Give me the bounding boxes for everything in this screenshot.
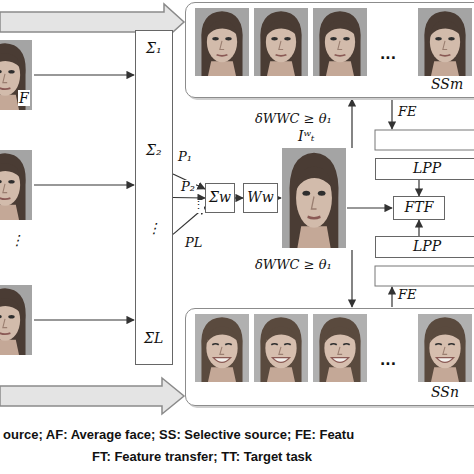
edge-label: PL	[184, 236, 203, 251]
warped-face	[282, 148, 346, 248]
face-photo	[418, 8, 472, 76]
condition-label: δWWC ≥ θ₁	[255, 112, 332, 127]
ellipsis: ⋮	[10, 232, 24, 248]
process-box: FTF	[393, 196, 445, 220]
flow-arrow	[347, 207, 392, 208]
input-arrow	[34, 74, 134, 75]
connector	[235, 197, 243, 198]
flow-arrow	[391, 287, 392, 307]
face-photo	[254, 314, 308, 382]
condition-label: δWWC ≥ θ₁	[255, 258, 332, 273]
face-photo	[0, 285, 32, 355]
input-arrow	[34, 319, 134, 320]
flow-arrow	[351, 99, 352, 148]
ellipsis: ⋮	[193, 200, 204, 213]
flow-arrow	[391, 99, 392, 129]
box-label: LPP	[413, 161, 441, 176]
photo-label: F	[18, 90, 30, 106]
feature-box	[375, 130, 474, 150]
sigma-symbol: ⋮	[147, 221, 161, 236]
flow-arrow	[351, 250, 352, 307]
box-label: Ww	[247, 190, 273, 205]
process-box: Σw	[205, 183, 235, 213]
face-photo	[254, 8, 308, 76]
face-photo	[195, 314, 249, 382]
face-photo	[0, 150, 32, 220]
connector	[173, 197, 205, 199]
source-panel: SSn	[185, 308, 474, 406]
ellipsis: ...	[380, 352, 396, 368]
sigma-symbol: Σ₂	[146, 143, 162, 158]
panel-label: SSm	[431, 77, 463, 92]
image-label: Iʷₜ	[298, 128, 315, 144]
process-box: LPP	[375, 236, 474, 258]
edge-label: P₂	[180, 180, 196, 195]
input-arrow	[34, 184, 134, 185]
process-box: Ww	[243, 183, 278, 213]
source-panel: SSm	[185, 2, 474, 98]
face-photo	[313, 8, 367, 76]
face-photo	[418, 314, 472, 382]
box-label: Σw	[209, 190, 231, 205]
abbreviation-line: FT: Feature transfer; TT: Target task	[92, 450, 312, 465]
ellipsis: ...	[380, 46, 396, 62]
connector	[418, 220, 419, 236]
box-label: FTF	[405, 200, 434, 215]
feature-box	[375, 266, 474, 286]
edge-label: P₁	[177, 150, 193, 165]
face-photo	[195, 8, 249, 76]
block-arrow	[0, 378, 184, 414]
process-box: LPP	[375, 158, 474, 180]
face-photo	[313, 314, 367, 382]
flow-label: FE	[398, 105, 417, 120]
flow-label: FE	[398, 288, 417, 303]
sigma-symbol: ΣL	[144, 331, 163, 346]
sigma-symbol: Σ₁	[146, 41, 162, 56]
connector	[418, 180, 419, 196]
box-label: LPP	[413, 239, 441, 254]
face-photo	[0, 40, 32, 110]
panel-label: SSn	[431, 385, 459, 400]
abbreviation-line: ource; AF: Average face; SS: Selective s…	[3, 428, 354, 443]
covariance-column: Σ₁ Σ₂ ⋮ ΣL	[135, 30, 173, 365]
